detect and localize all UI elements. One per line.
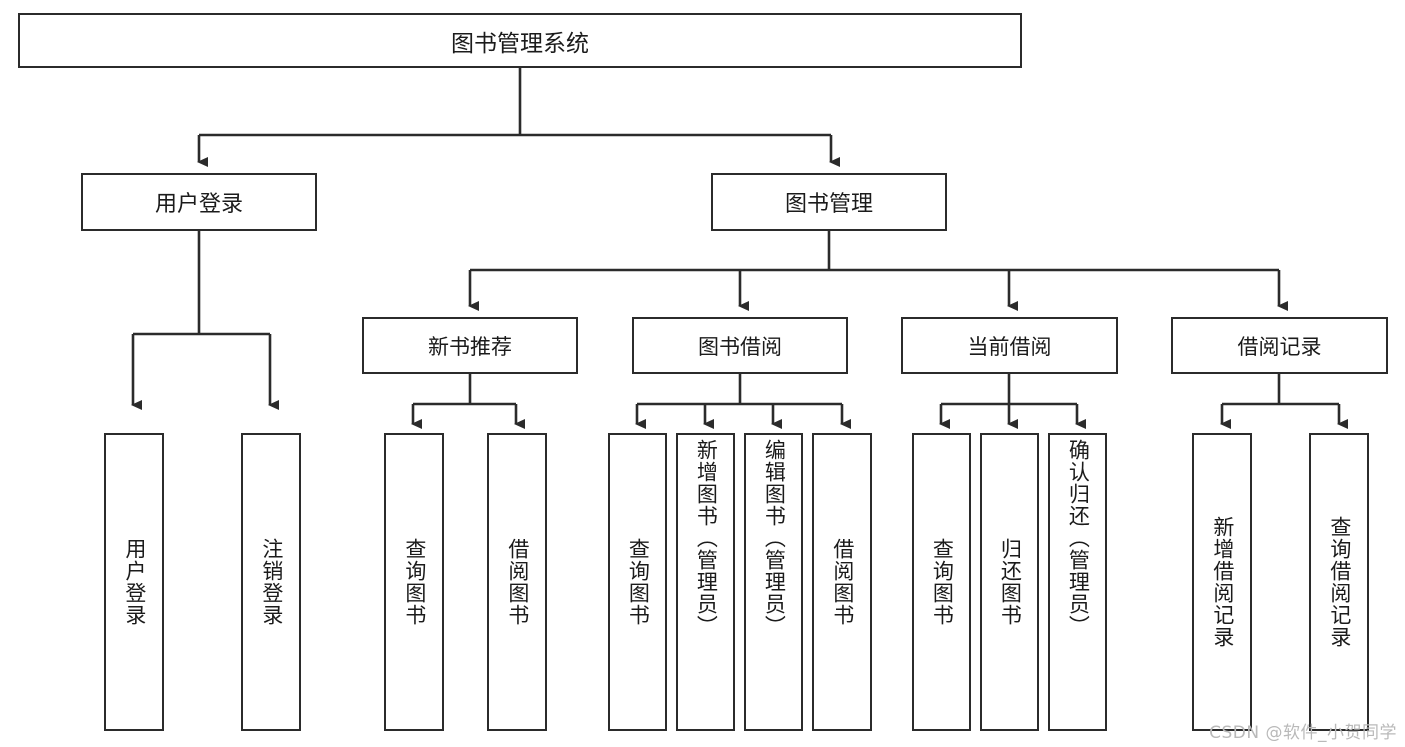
leaf-inner: 编辑图书（管理员） [746,435,801,733]
leaf-label: 查询借阅记录 [1327,516,1352,648]
leaf-inner: 用户登录 [106,435,162,729]
node-user-login[interactable]: 用户登录 [81,173,317,231]
leaf-inner: 借阅图书 [489,435,545,729]
leaf-inner: 查询借阅记录 [1311,435,1367,729]
leaf-label: 编辑图书（管理员） [762,439,787,637]
leaf-borrow-query-book[interactable]: 查询图书 [608,433,667,731]
leaf-label: 新增图书（管理员） [694,439,719,637]
node-user-login-label: 用户登录 [154,192,243,217]
leaf-recommend-query-book[interactable]: 查询图书 [384,433,444,731]
leaf-record-query-record[interactable]: 查询借阅记录 [1309,433,1369,731]
leaf-inner: 新增借阅记录 [1194,435,1250,729]
leaf-current-query-book[interactable]: 查询图书 [912,433,971,731]
leaf-label: 确认归还（管理员） [1066,439,1091,637]
leaf-inner: 注销登录 [243,435,299,729]
leaf-current-return-book[interactable]: 归还图书 [980,433,1039,731]
node-book-borrow-label: 图书借阅 [698,334,782,359]
node-borrow-record[interactable]: 借阅记录 [1171,317,1388,374]
leaf-inner: 归还图书 [982,435,1037,729]
leaf-inner: 新增图书（管理员） [678,435,733,733]
leaf-user-login-logout[interactable]: 注销登录 [241,433,301,731]
leaf-label: 注销登录 [259,538,284,626]
leaf-user-login-login[interactable]: 用户登录 [104,433,164,731]
leaf-label: 查询图书 [626,538,651,626]
leaf-inner: 借阅图书 [814,435,870,729]
leaf-label: 用户登录 [122,538,147,626]
node-book-borrow[interactable]: 图书借阅 [632,317,848,374]
leaf-borrow-borrow-book[interactable]: 借阅图书 [812,433,872,731]
node-new-book-recommend-label: 新书推荐 [428,334,512,359]
node-book-management[interactable]: 图书管理 [711,173,947,231]
leaf-label: 借阅图书 [830,538,855,626]
node-root-label: 图书管理系统 [451,30,589,57]
leaf-recommend-borrow-book[interactable]: 借阅图书 [487,433,547,731]
leaf-inner: 查询图书 [386,435,442,729]
leaf-borrow-edit-book-admin[interactable]: 编辑图书（管理员） [744,433,803,731]
leaf-label: 查询图书 [930,538,955,626]
leaf-inner: 查询图书 [610,435,665,729]
node-root-system[interactable]: 图书管理系统 [18,13,1022,68]
leaf-label: 新增借阅记录 [1210,516,1235,648]
leaf-current-confirm-return-admin[interactable]: 确认归还（管理员） [1048,433,1107,731]
node-borrow-record-label: 借阅记录 [1237,334,1322,359]
node-current-borrow-label: 当前借阅 [967,334,1052,359]
watermark-text: CSDN @软件_小贺同学 [1209,723,1397,743]
node-new-book-recommend[interactable]: 新书推荐 [362,317,578,374]
leaf-record-add-record[interactable]: 新增借阅记录 [1192,433,1252,731]
leaf-borrow-add-book-admin[interactable]: 新增图书（管理员） [676,433,735,731]
leaf-label: 归还图书 [998,538,1023,626]
node-current-borrow[interactable]: 当前借阅 [901,317,1118,374]
leaf-inner: 查询图书 [914,435,969,729]
leaf-label: 查询图书 [402,538,427,626]
node-book-management-label: 图书管理 [784,192,873,217]
leaf-label: 借阅图书 [505,538,530,626]
leaf-inner: 确认归还（管理员） [1050,435,1105,733]
